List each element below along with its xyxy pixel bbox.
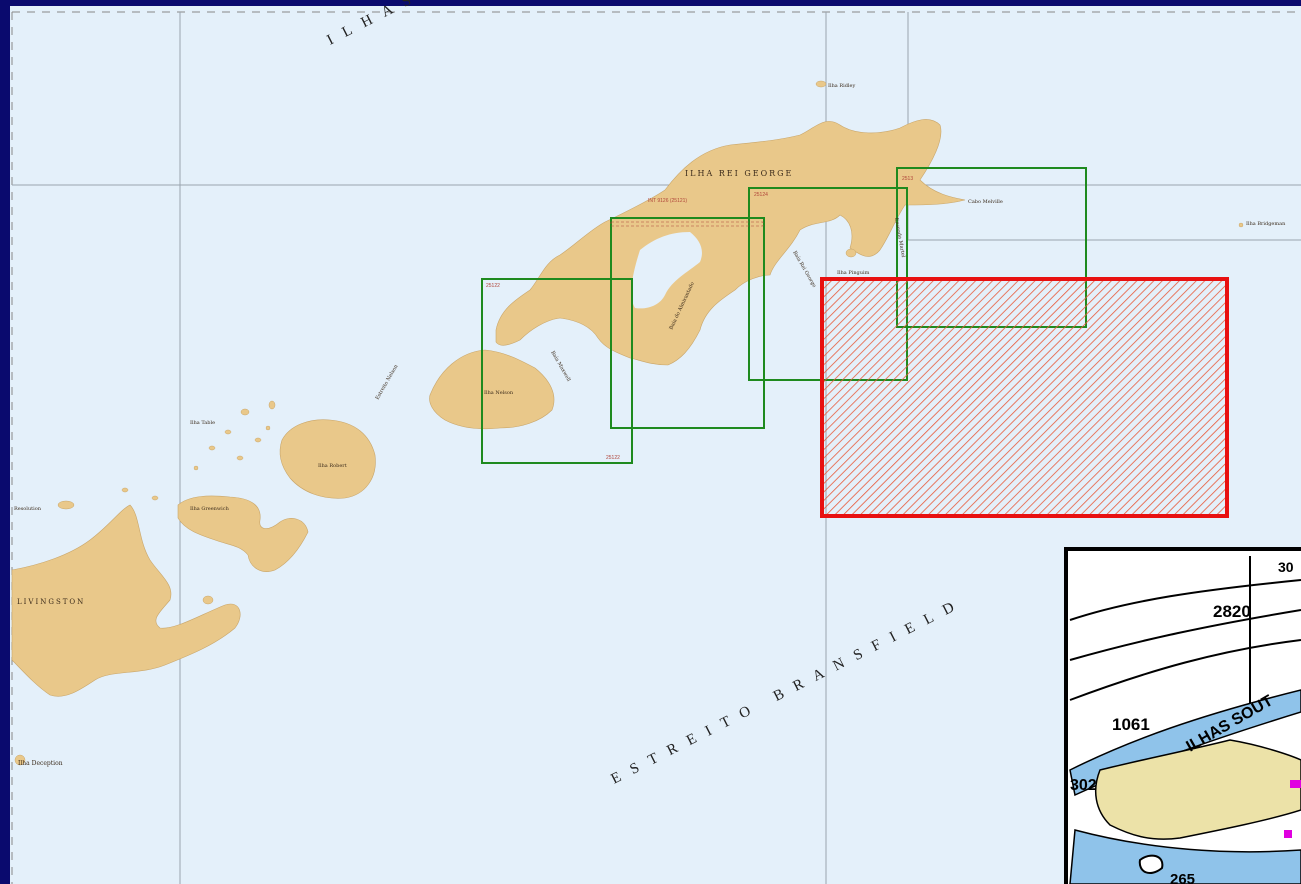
label-deception: Ilha Deception: [18, 760, 63, 767]
chart-number-bottom: 25122: [606, 455, 620, 461]
label-resolution: Resolution: [14, 506, 42, 512]
highlighted-area: [820, 277, 1229, 518]
label-bridgeman: Ilha Bridgeman: [1246, 221, 1286, 227]
label-livingston: LIVINGSTON: [17, 598, 85, 606]
chart-box-1: [481, 278, 633, 464]
label-cabo-melville: Cabo Melville: [968, 199, 1003, 205]
inset-depth-265: 265: [1170, 871, 1195, 884]
label-rei-george: ILHA REI GEORGE: [685, 169, 793, 178]
island-nelson: [429, 349, 555, 430]
islets: [14, 80, 1244, 766]
chart-number-2: 25124: [754, 192, 768, 198]
island-robert: [279, 419, 376, 499]
island-livingston: [11, 504, 241, 697]
chart-number-3: 2513: [902, 176, 913, 182]
chart-number-top: 25122: [486, 283, 500, 289]
inset-depth-30: 30: [1278, 559, 1294, 575]
inset-depth-1061: 1061: [1112, 715, 1150, 734]
inset-map: [1064, 547, 1301, 884]
int-chart-label: INT 9126 (25121): [648, 198, 687, 204]
label-ridley: Ilha Ridley: [828, 83, 855, 89]
island-greenwich: [177, 495, 309, 572]
inner-dashed-box: [610, 221, 764, 227]
label-table: Ilha Table: [190, 420, 215, 426]
inset-depth-2820: 2820: [1213, 602, 1251, 621]
chart-box-2: [610, 217, 765, 429]
inset-depth-302: 302: [1070, 777, 1097, 794]
label-nelson: Ilha Nelson: [484, 390, 514, 396]
label-robert: Ilha Robert: [318, 463, 347, 469]
bay-almirantado: [631, 232, 702, 309]
label-pinguim: Ilha Pinguim: [837, 270, 870, 276]
label-greenwich: Ilha Greenwich: [190, 506, 230, 512]
